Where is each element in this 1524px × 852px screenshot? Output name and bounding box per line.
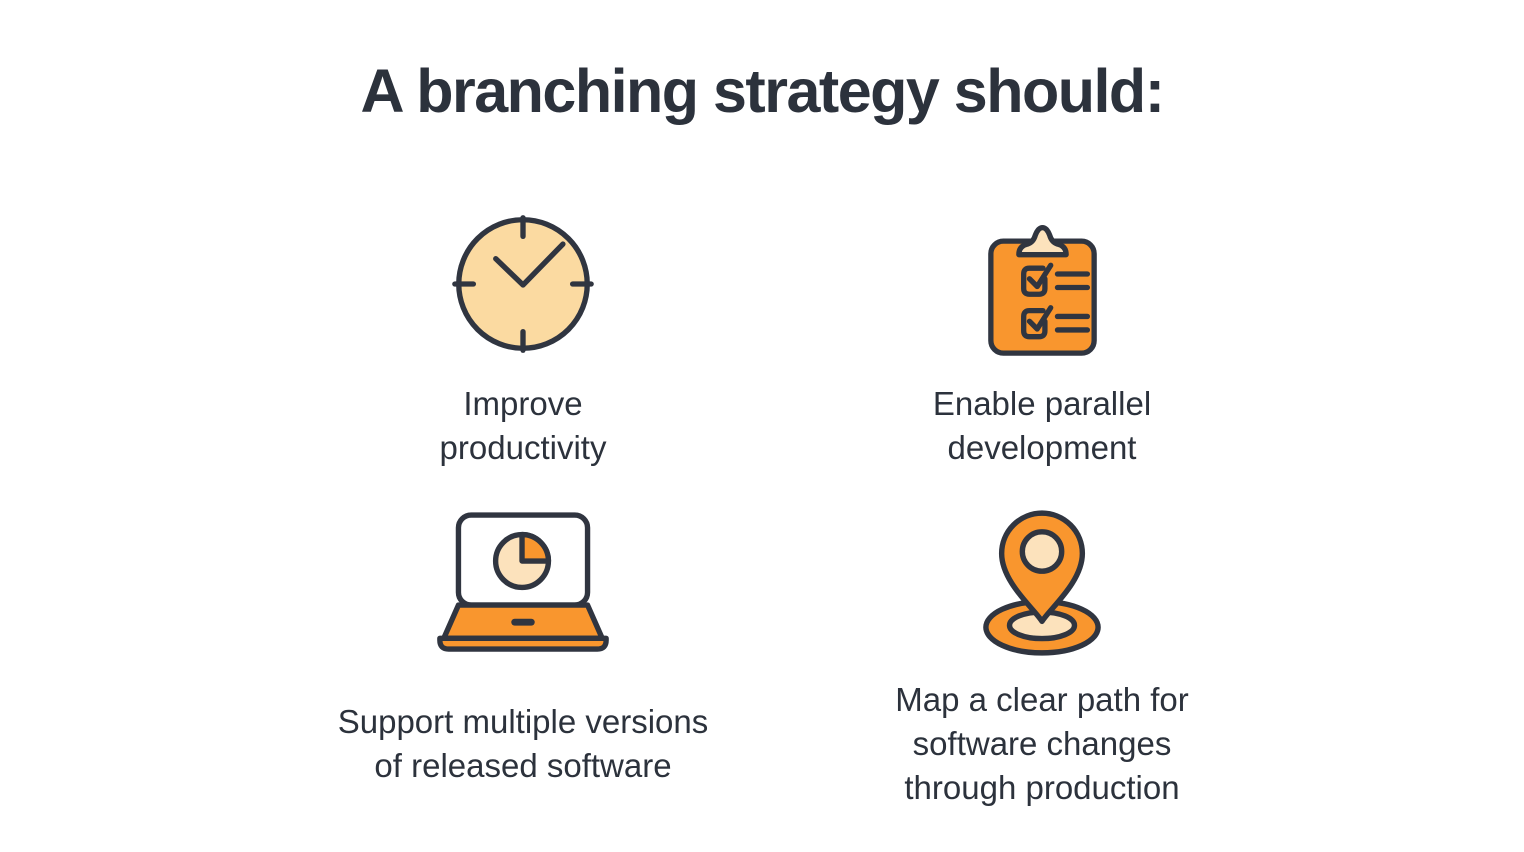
laptop-pie-chart-icon bbox=[437, 512, 609, 652]
item-label: Map a clear path for software changes th… bbox=[895, 681, 1189, 806]
item-label: Support multiple versions of released so… bbox=[337, 703, 709, 784]
label-box: Map a clear path for software changes th… bbox=[895, 658, 1189, 830]
icon-box bbox=[980, 506, 1104, 658]
icon-box bbox=[434, 506, 612, 658]
location-pin-icon bbox=[983, 510, 1101, 656]
item-label: Improve productivity bbox=[439, 385, 607, 466]
label-box: Support multiple versions of released so… bbox=[338, 658, 709, 830]
label-box: Enable parallel development bbox=[933, 357, 1151, 495]
icon-box bbox=[987, 205, 1098, 357]
item-label: Enable parallel development bbox=[932, 385, 1152, 466]
clipboard-checklist-icon bbox=[987, 224, 1097, 356]
item-card-support-multiple-versions: Support multiple versions of released so… bbox=[263, 506, 783, 830]
icon-box bbox=[450, 205, 596, 357]
label-box: Improve productivity bbox=[440, 357, 607, 495]
page-title: A branching strategy should: bbox=[360, 57, 1165, 125]
item-card-enable-parallel-development: Enable parallel development bbox=[782, 205, 1302, 495]
clock-icon bbox=[452, 215, 594, 353]
item-card-improve-productivity: Improve productivity bbox=[263, 205, 783, 495]
item-card-map-clear-path: Map a clear path for software changes th… bbox=[782, 506, 1302, 830]
